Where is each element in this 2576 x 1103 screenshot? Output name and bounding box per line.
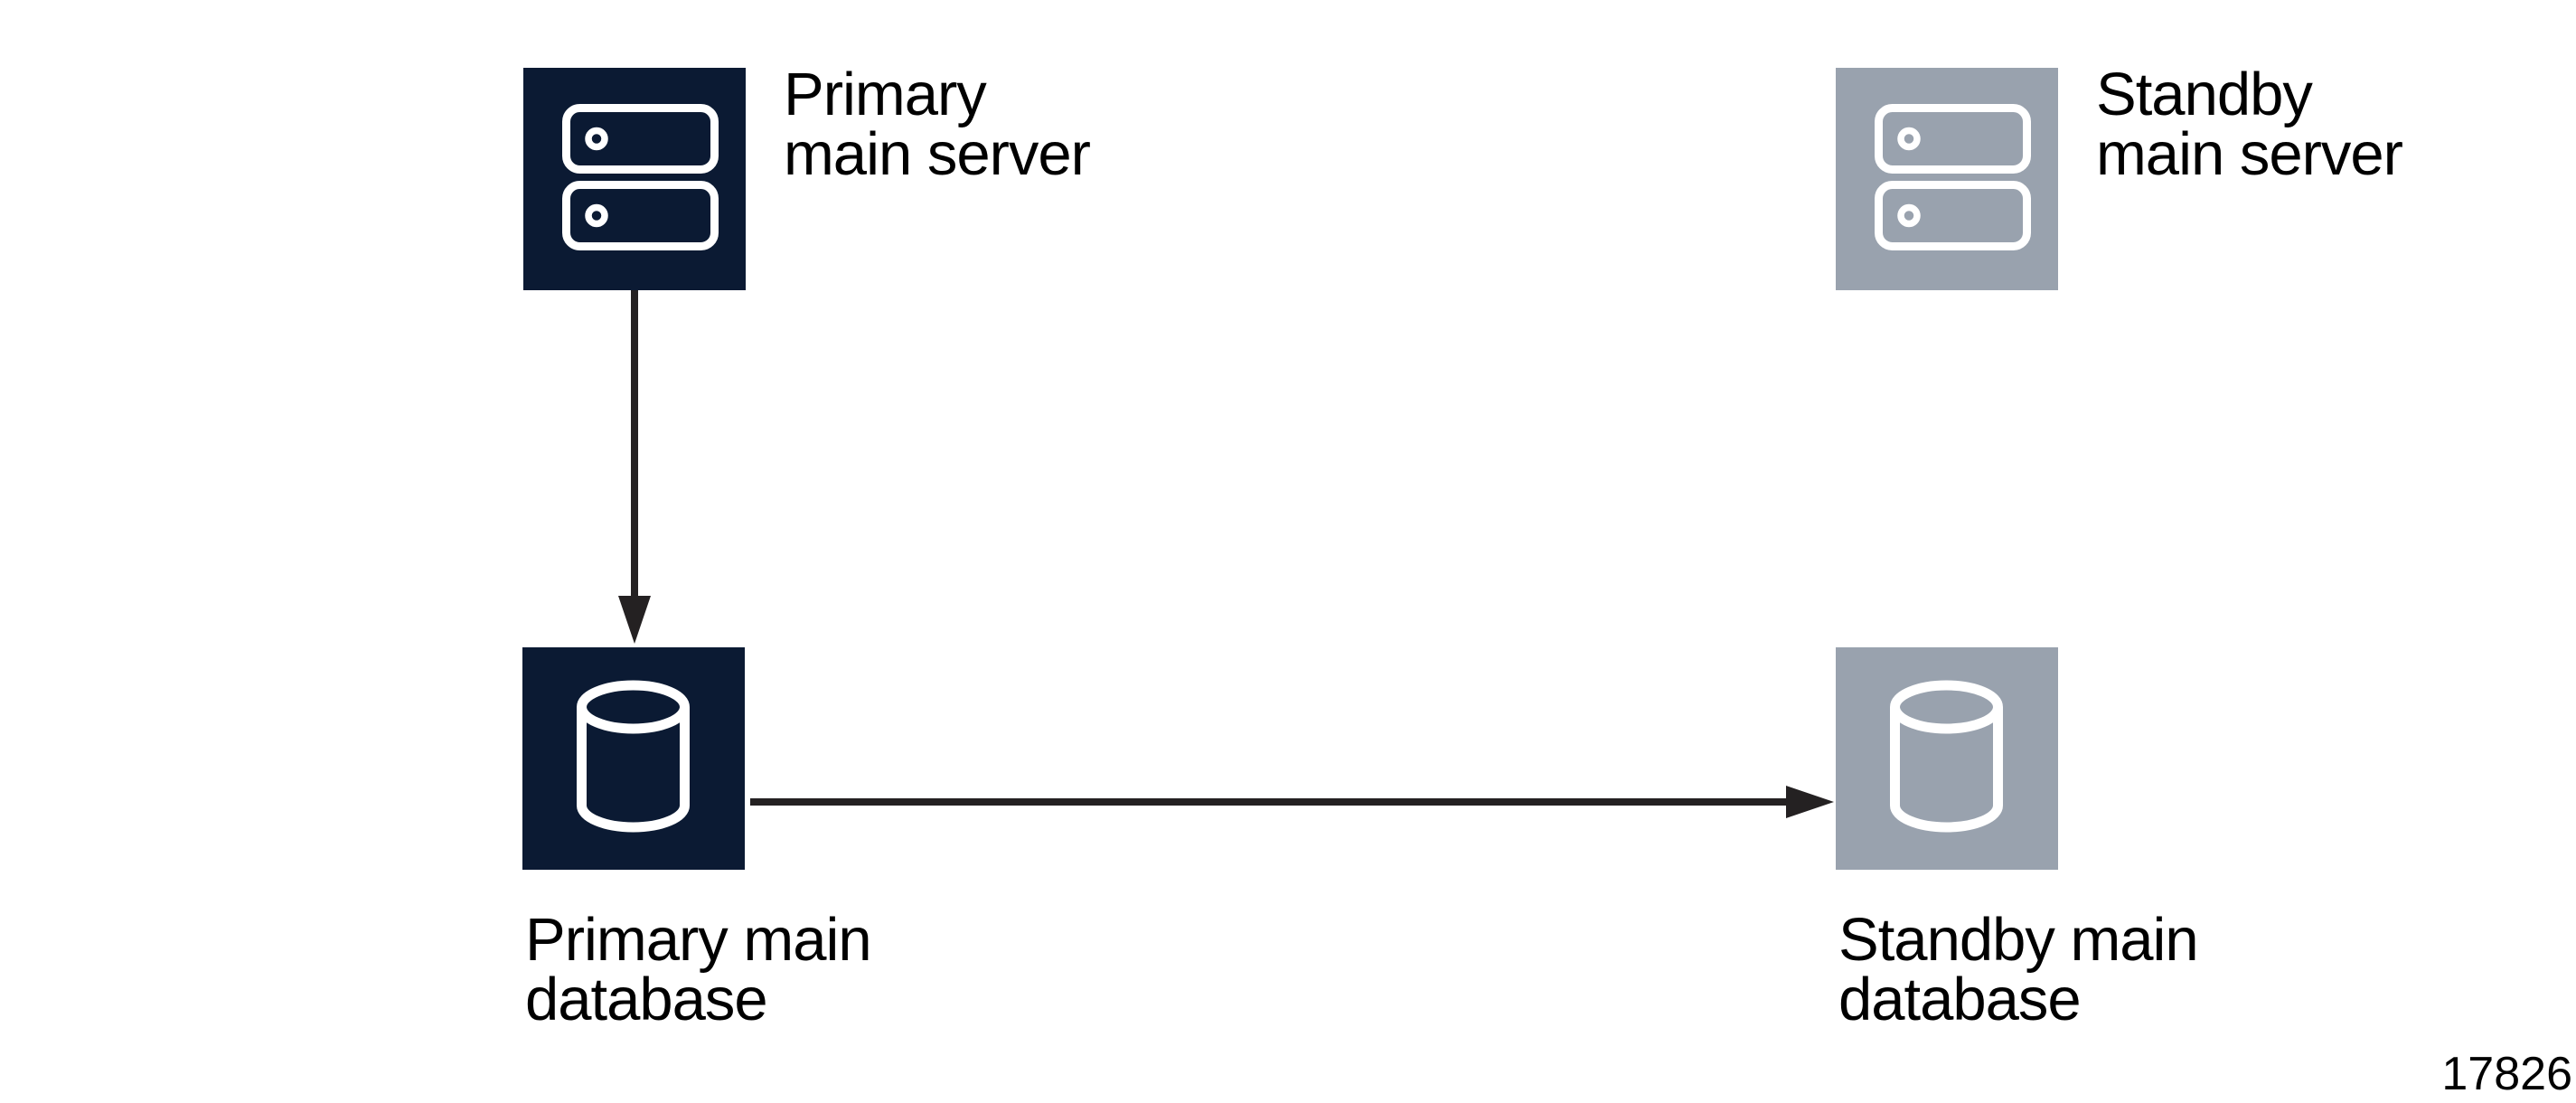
icon-tile-background bbox=[1836, 68, 2058, 290]
label-line-1: Standby main bbox=[1838, 906, 2199, 974]
node-primary-main-server bbox=[523, 68, 746, 290]
server-led-bottom bbox=[585, 203, 608, 228]
server-icon bbox=[1836, 68, 2058, 290]
server-drawer-bottom bbox=[1875, 181, 2031, 250]
server-drawer-top bbox=[562, 104, 719, 174]
server-led-top bbox=[1897, 127, 1921, 151]
database-cylinder-body bbox=[1890, 707, 2003, 833]
arrow-primary-server-to-primary-database bbox=[618, 290, 651, 644]
label-line-2: main server bbox=[2096, 120, 2403, 188]
database-glyph bbox=[1890, 680, 2003, 833]
arrow-primary-database-to-standby-database bbox=[750, 786, 1834, 818]
database-cylinder-body bbox=[577, 707, 690, 833]
node-label: Standby main database bbox=[1838, 906, 2199, 1033]
database-icon bbox=[522, 647, 745, 870]
label-line-1: Standby bbox=[2096, 61, 2313, 128]
icon-tile-background bbox=[523, 68, 746, 290]
server-drawer-top bbox=[1875, 104, 2031, 174]
server-led-top bbox=[585, 127, 608, 151]
server-glyph bbox=[562, 104, 719, 250]
node-primary-main-database bbox=[522, 647, 745, 870]
server-drawer-bottom bbox=[562, 181, 719, 250]
node-label: Standby main server bbox=[2096, 61, 2403, 188]
label-line-2: main server bbox=[784, 120, 1091, 188]
server-glyph bbox=[1875, 104, 2031, 250]
node-standby-main-server bbox=[1836, 68, 2058, 290]
server-icon bbox=[523, 68, 746, 290]
database-icon bbox=[1836, 647, 2058, 870]
node-label: Primary main database bbox=[525, 906, 872, 1033]
figure-number: 17826 bbox=[2441, 1048, 2572, 1100]
arrow-head bbox=[618, 596, 651, 644]
node-standby-main-database bbox=[1836, 647, 2058, 870]
node-label: Primary main server bbox=[784, 61, 1091, 188]
label-line-1: Primary bbox=[784, 61, 987, 128]
database-glyph bbox=[577, 680, 690, 833]
arrow-head bbox=[1786, 786, 1834, 818]
server-led-bottom bbox=[1897, 203, 1921, 228]
label-line-2: database bbox=[525, 966, 768, 1033]
label-line-1: Primary main bbox=[525, 906, 872, 974]
label-line-2: database bbox=[1838, 966, 2082, 1033]
